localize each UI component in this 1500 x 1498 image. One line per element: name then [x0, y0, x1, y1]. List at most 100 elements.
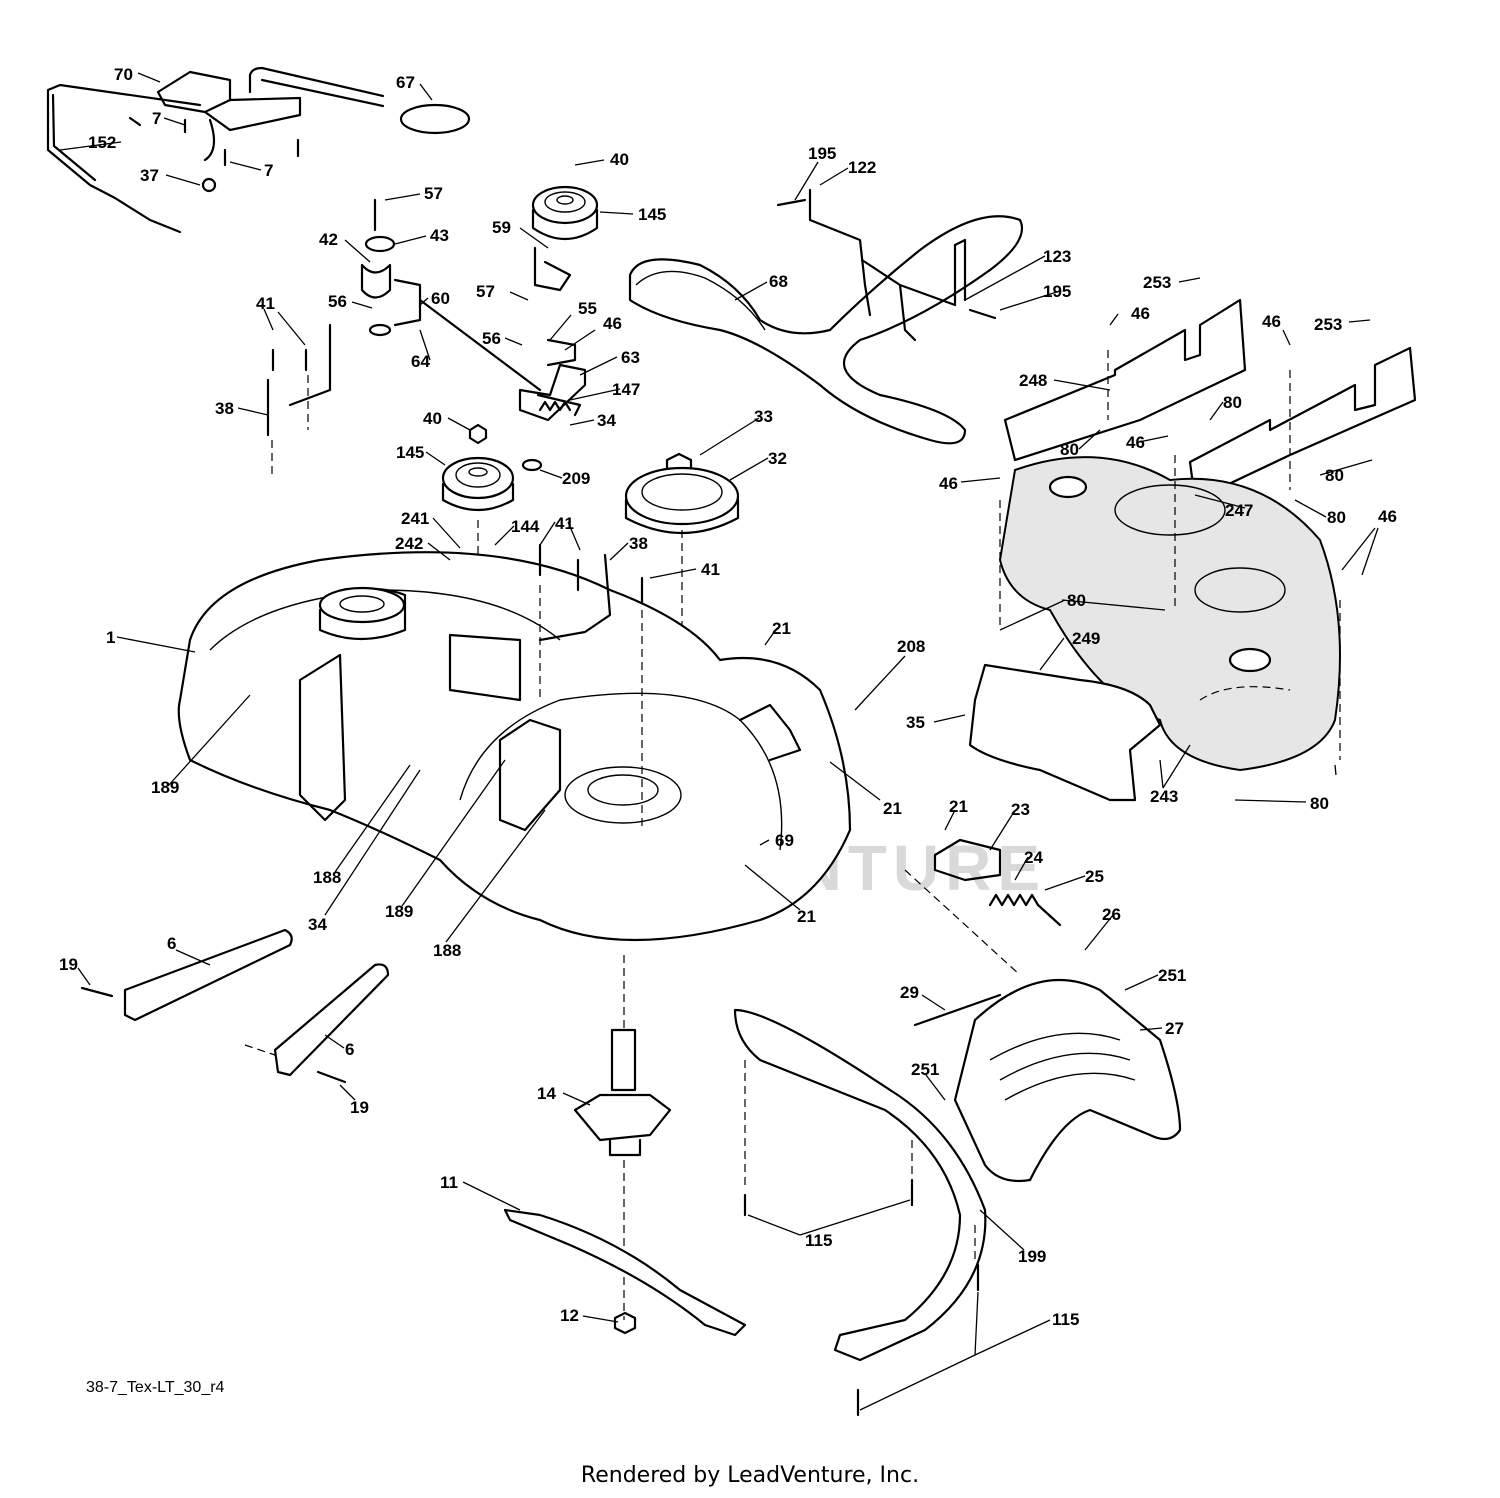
callout-label: 248 [1019, 371, 1047, 390]
callout-label: 80 [1327, 508, 1346, 527]
callout-label: 27 [1165, 1019, 1184, 1038]
callout-label: 80 [1060, 440, 1079, 459]
callout-label: 55 [578, 299, 597, 318]
callout-label: 188 [313, 868, 341, 887]
drive-belt [628, 215, 1024, 445]
callout-label: 46 [1262, 312, 1281, 331]
callout-label: 80 [1067, 591, 1086, 610]
blade-spindle [573, 955, 672, 1320]
bolt-icon [80, 986, 114, 998]
callout-label: 40 [423, 409, 442, 428]
callout-label: 32 [768, 449, 787, 468]
idler-pulley-upper [531, 185, 599, 240]
belt-cover-right [1188, 346, 1417, 502]
callout-label: 249 [1072, 629, 1100, 648]
callout-label: 25 [1085, 867, 1104, 886]
drawing-id: 38-7_Tex-LT_30_r4 [86, 1379, 225, 1396]
callout-label: 80 [1223, 393, 1242, 412]
callout-label: 251 [1158, 966, 1186, 985]
pulley-bracket [533, 246, 572, 292]
callout-label: 60 [431, 289, 450, 308]
handle-grip-icon [399, 103, 471, 135]
callout-label: 57 [476, 282, 495, 301]
blade-bolt-icon [613, 1311, 637, 1335]
callout-label: 11 [440, 1173, 458, 1192]
callout-label: 42 [319, 230, 338, 249]
callout-label: 21 [883, 799, 902, 818]
callout-label: 63 [621, 348, 640, 367]
callout-label: 46 [939, 474, 958, 493]
deck-hanger-left [123, 928, 293, 1022]
callout-label: 41 [256, 294, 275, 313]
callout-label: 69 [775, 831, 794, 850]
mower-deck-housing [177, 551, 852, 942]
callout-label: 188 [433, 941, 461, 960]
render-credit: Rendered by LeadVenture, Inc. [580, 1463, 920, 1488]
idler-pulley-lower [441, 423, 515, 640]
callout-label: 56 [482, 329, 501, 348]
callout-label: 208 [897, 637, 925, 656]
callout-label: 41 [555, 514, 574, 533]
callout-label: 253 [1314, 315, 1342, 334]
callout-label: 21 [772, 619, 791, 638]
callout-label: 122 [848, 158, 876, 177]
callout-label: 19 [350, 1098, 369, 1117]
callout-label: 67 [396, 73, 415, 92]
callout-label: 23 [1011, 800, 1030, 819]
callout-label: 115 [1052, 1310, 1079, 1329]
callout-label: 34 [597, 411, 616, 430]
callout-label: 59 [492, 218, 511, 237]
callout-label: 209 [562, 469, 590, 488]
callout-label: 68 [769, 272, 788, 291]
callout-label: 189 [385, 902, 413, 921]
callout-label: 7 [264, 161, 273, 180]
callout-label: 247 [1225, 501, 1253, 520]
chute-spring-icon [988, 893, 1062, 927]
callout-label: 37 [140, 166, 159, 185]
belt-guide-rod [776, 188, 997, 342]
callout-label: 242 [395, 534, 423, 553]
callout-label: 243 [1150, 787, 1178, 806]
callout-label: 64 [411, 352, 430, 371]
callout-labels: 70 67 7 7 152 37 40 145 195 122 57 43 59… [59, 65, 1397, 1329]
callout-label: 38 [215, 399, 234, 418]
callout-label: 7 [152, 109, 161, 128]
chute-bracket [933, 838, 1002, 882]
callout-label: 145 [638, 205, 666, 224]
callout-label: 35 [906, 713, 925, 732]
callout-label: 46 [1131, 304, 1150, 323]
callout-label: 56 [328, 292, 347, 311]
callout-label: 19 [59, 955, 78, 974]
callout-label: 38 [629, 534, 648, 553]
lift-cable [46, 83, 217, 234]
callout-label: 115 [805, 1231, 832, 1250]
deck-cover-right [998, 456, 1341, 772]
lift-lever-assembly [156, 66, 471, 167]
callout-label: 12 [560, 1306, 579, 1325]
callout-label: 195 [808, 144, 836, 163]
callout-label: 6 [345, 1040, 354, 1059]
callout-label: 189 [151, 778, 179, 797]
mower-blade [503, 1208, 747, 1337]
callout-label: 80 [1325, 466, 1344, 485]
callout-label: 152 [88, 133, 116, 152]
callout-label: 1 [106, 628, 115, 647]
callout-label: 33 [754, 407, 773, 426]
belt-shield-lower [968, 663, 1162, 802]
callout-label: 241 [401, 509, 429, 528]
callout-label: 123 [1043, 247, 1071, 266]
callout-label: 21 [797, 907, 816, 926]
callout-label: 21 [949, 797, 968, 816]
belt-cover-left [1003, 298, 1247, 462]
callout-label: 145 [396, 443, 424, 462]
callout-label: 251 [911, 1060, 939, 1079]
callout-label: 199 [1018, 1247, 1046, 1266]
callout-label: 253 [1143, 273, 1171, 292]
leader-lines [59, 72, 1379, 1411]
callout-label: 41 [701, 560, 720, 579]
callout-label: 40 [610, 150, 629, 169]
callout-label: 46 [603, 314, 622, 333]
callout-label: 34 [308, 915, 327, 934]
spring-icon [538, 400, 572, 412]
